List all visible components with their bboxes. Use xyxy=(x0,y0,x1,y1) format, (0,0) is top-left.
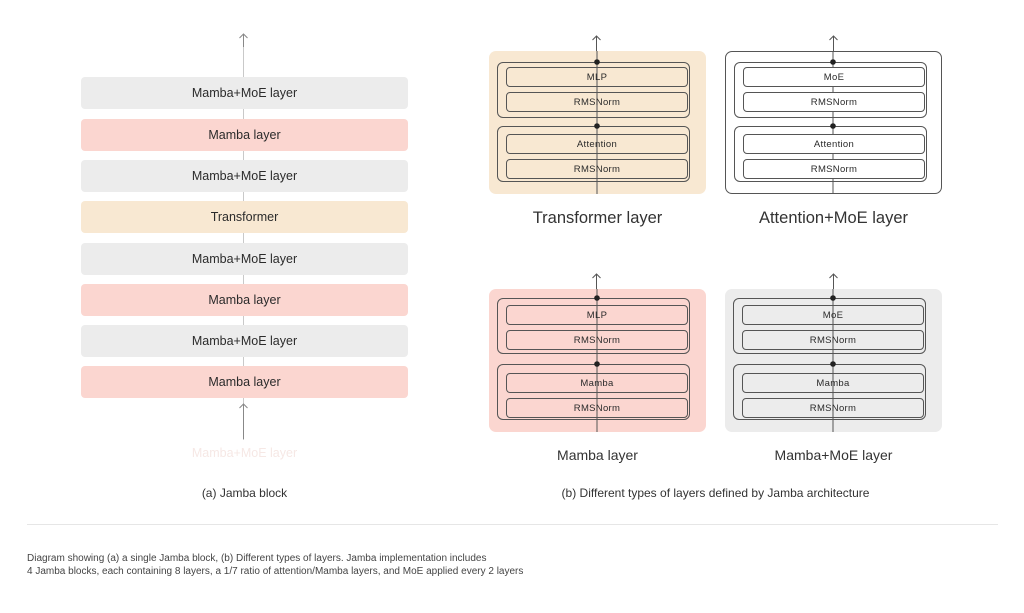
stack-layer-4: Transformer xyxy=(81,201,408,233)
residual-block-bottom xyxy=(733,364,926,420)
residual-block-top xyxy=(733,298,926,354)
caption-a: (a) Jamba block xyxy=(201,486,288,500)
panel-title: Mamba+MoE layer xyxy=(774,447,893,463)
residual-block-top xyxy=(497,62,690,118)
faded-input-label: Mamba+MoE layer xyxy=(191,446,298,460)
stack-layer-1: Mamba+MoE layer xyxy=(81,77,408,109)
skip-connection-lines xyxy=(594,51,600,194)
skip-connection-lines xyxy=(830,289,836,432)
block-rmsnorm: RMSNorm xyxy=(506,92,688,112)
skip-connection-lines xyxy=(594,289,600,432)
block-rmsnorm: RMSNorm xyxy=(743,92,925,112)
divider xyxy=(27,524,998,525)
block-mlp: MLP xyxy=(506,305,688,325)
stack-layer-2: Mamba layer xyxy=(81,119,408,151)
block-rmsnorm: RMSNorm xyxy=(506,398,688,418)
figure-footnote: Diagram showing (a) a single Jamba block… xyxy=(27,552,523,578)
block-moe: MoE xyxy=(743,67,925,87)
mamba-moe-layer-box: MoE RMSNorm Mamba RMSNorm xyxy=(725,289,942,432)
block-mamba: Mamba xyxy=(742,373,924,393)
block-attention: Attention xyxy=(743,134,925,154)
block-rmsnorm: RMSNorm xyxy=(506,159,688,179)
block-attention: Attention xyxy=(506,134,688,154)
stack-layer-3: Mamba+MoE layer xyxy=(81,160,408,192)
stack-layer-8: Mamba layer xyxy=(81,366,408,398)
attention-moe-layer-box: MoE RMSNorm Attention RMSNorm xyxy=(725,51,942,194)
stack-layer-7: Mamba+MoE layer xyxy=(81,325,408,357)
panel-title: Mamba layer xyxy=(557,447,638,463)
panel-title: Attention+MoE layer xyxy=(758,209,909,227)
stack-layer-5: Mamba+MoE layer xyxy=(81,243,408,275)
block-rmsnorm: RMSNorm xyxy=(742,330,924,350)
stack-layer-6: Mamba layer xyxy=(81,284,408,316)
panel-title: Transformer layer xyxy=(532,209,663,227)
residual-block-bottom xyxy=(497,364,690,420)
block-mamba: Mamba xyxy=(506,373,688,393)
footnote-line-2: 4 Jamba blocks, each containing 8 layers… xyxy=(27,566,524,577)
output-arrow-icon xyxy=(829,35,838,51)
output-arrow-icon xyxy=(829,273,838,289)
mamba-layer-box: MLP RMSNorm Mamba RMSNorm xyxy=(489,289,706,432)
output-arrow-icon xyxy=(592,35,601,51)
block-rmsnorm: RMSNorm xyxy=(506,330,688,350)
footnote-line-1: Diagram showing (a) a single Jamba block… xyxy=(27,553,487,564)
block-rmsnorm: RMSNorm xyxy=(743,159,925,179)
caption-b: (b) Different types of layers defined by… xyxy=(561,486,870,500)
block-moe: MoE xyxy=(742,305,924,325)
transformer-layer-box: MLP RMSNorm Attention RMSNorm xyxy=(489,51,706,194)
block-rmsnorm: RMSNorm xyxy=(742,398,924,418)
input-arrow-icon xyxy=(239,403,248,439)
output-arrow-icon xyxy=(239,33,248,47)
residual-block-bottom xyxy=(497,126,690,182)
block-mlp: MLP xyxy=(506,67,688,87)
residual-block-top xyxy=(497,298,690,354)
output-arrow-icon xyxy=(592,273,601,289)
